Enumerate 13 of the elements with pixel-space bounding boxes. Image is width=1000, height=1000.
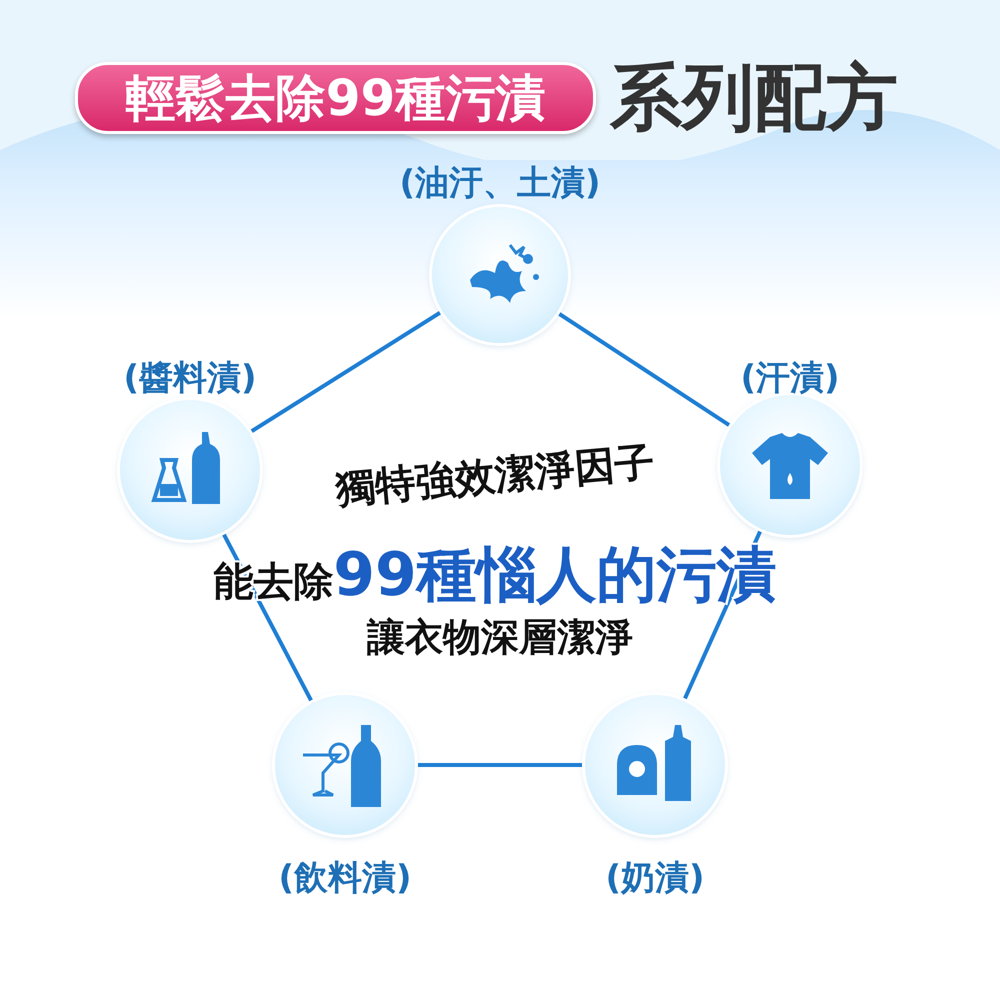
stain-label: (飲料漬) (278, 857, 412, 900)
stain-label: (醬料漬) (123, 357, 257, 400)
stain-label: (油汙、土漬) (399, 162, 601, 205)
connector-line (220, 531, 314, 704)
connector-line (415, 763, 585, 767)
heading-pill: 輕鬆去除99種污漬 (75, 62, 596, 134)
connector-line (248, 310, 444, 434)
slogan-text: 獨特強效潔淨因子 (333, 438, 657, 515)
connector-line (556, 310, 733, 428)
stain-label: (汗漬) (740, 357, 840, 400)
title: 系列配方 (610, 54, 898, 141)
stain-label: (奶漬) (605, 857, 705, 900)
slogan-text: 讓衣物深層潔淨 (367, 614, 633, 661)
